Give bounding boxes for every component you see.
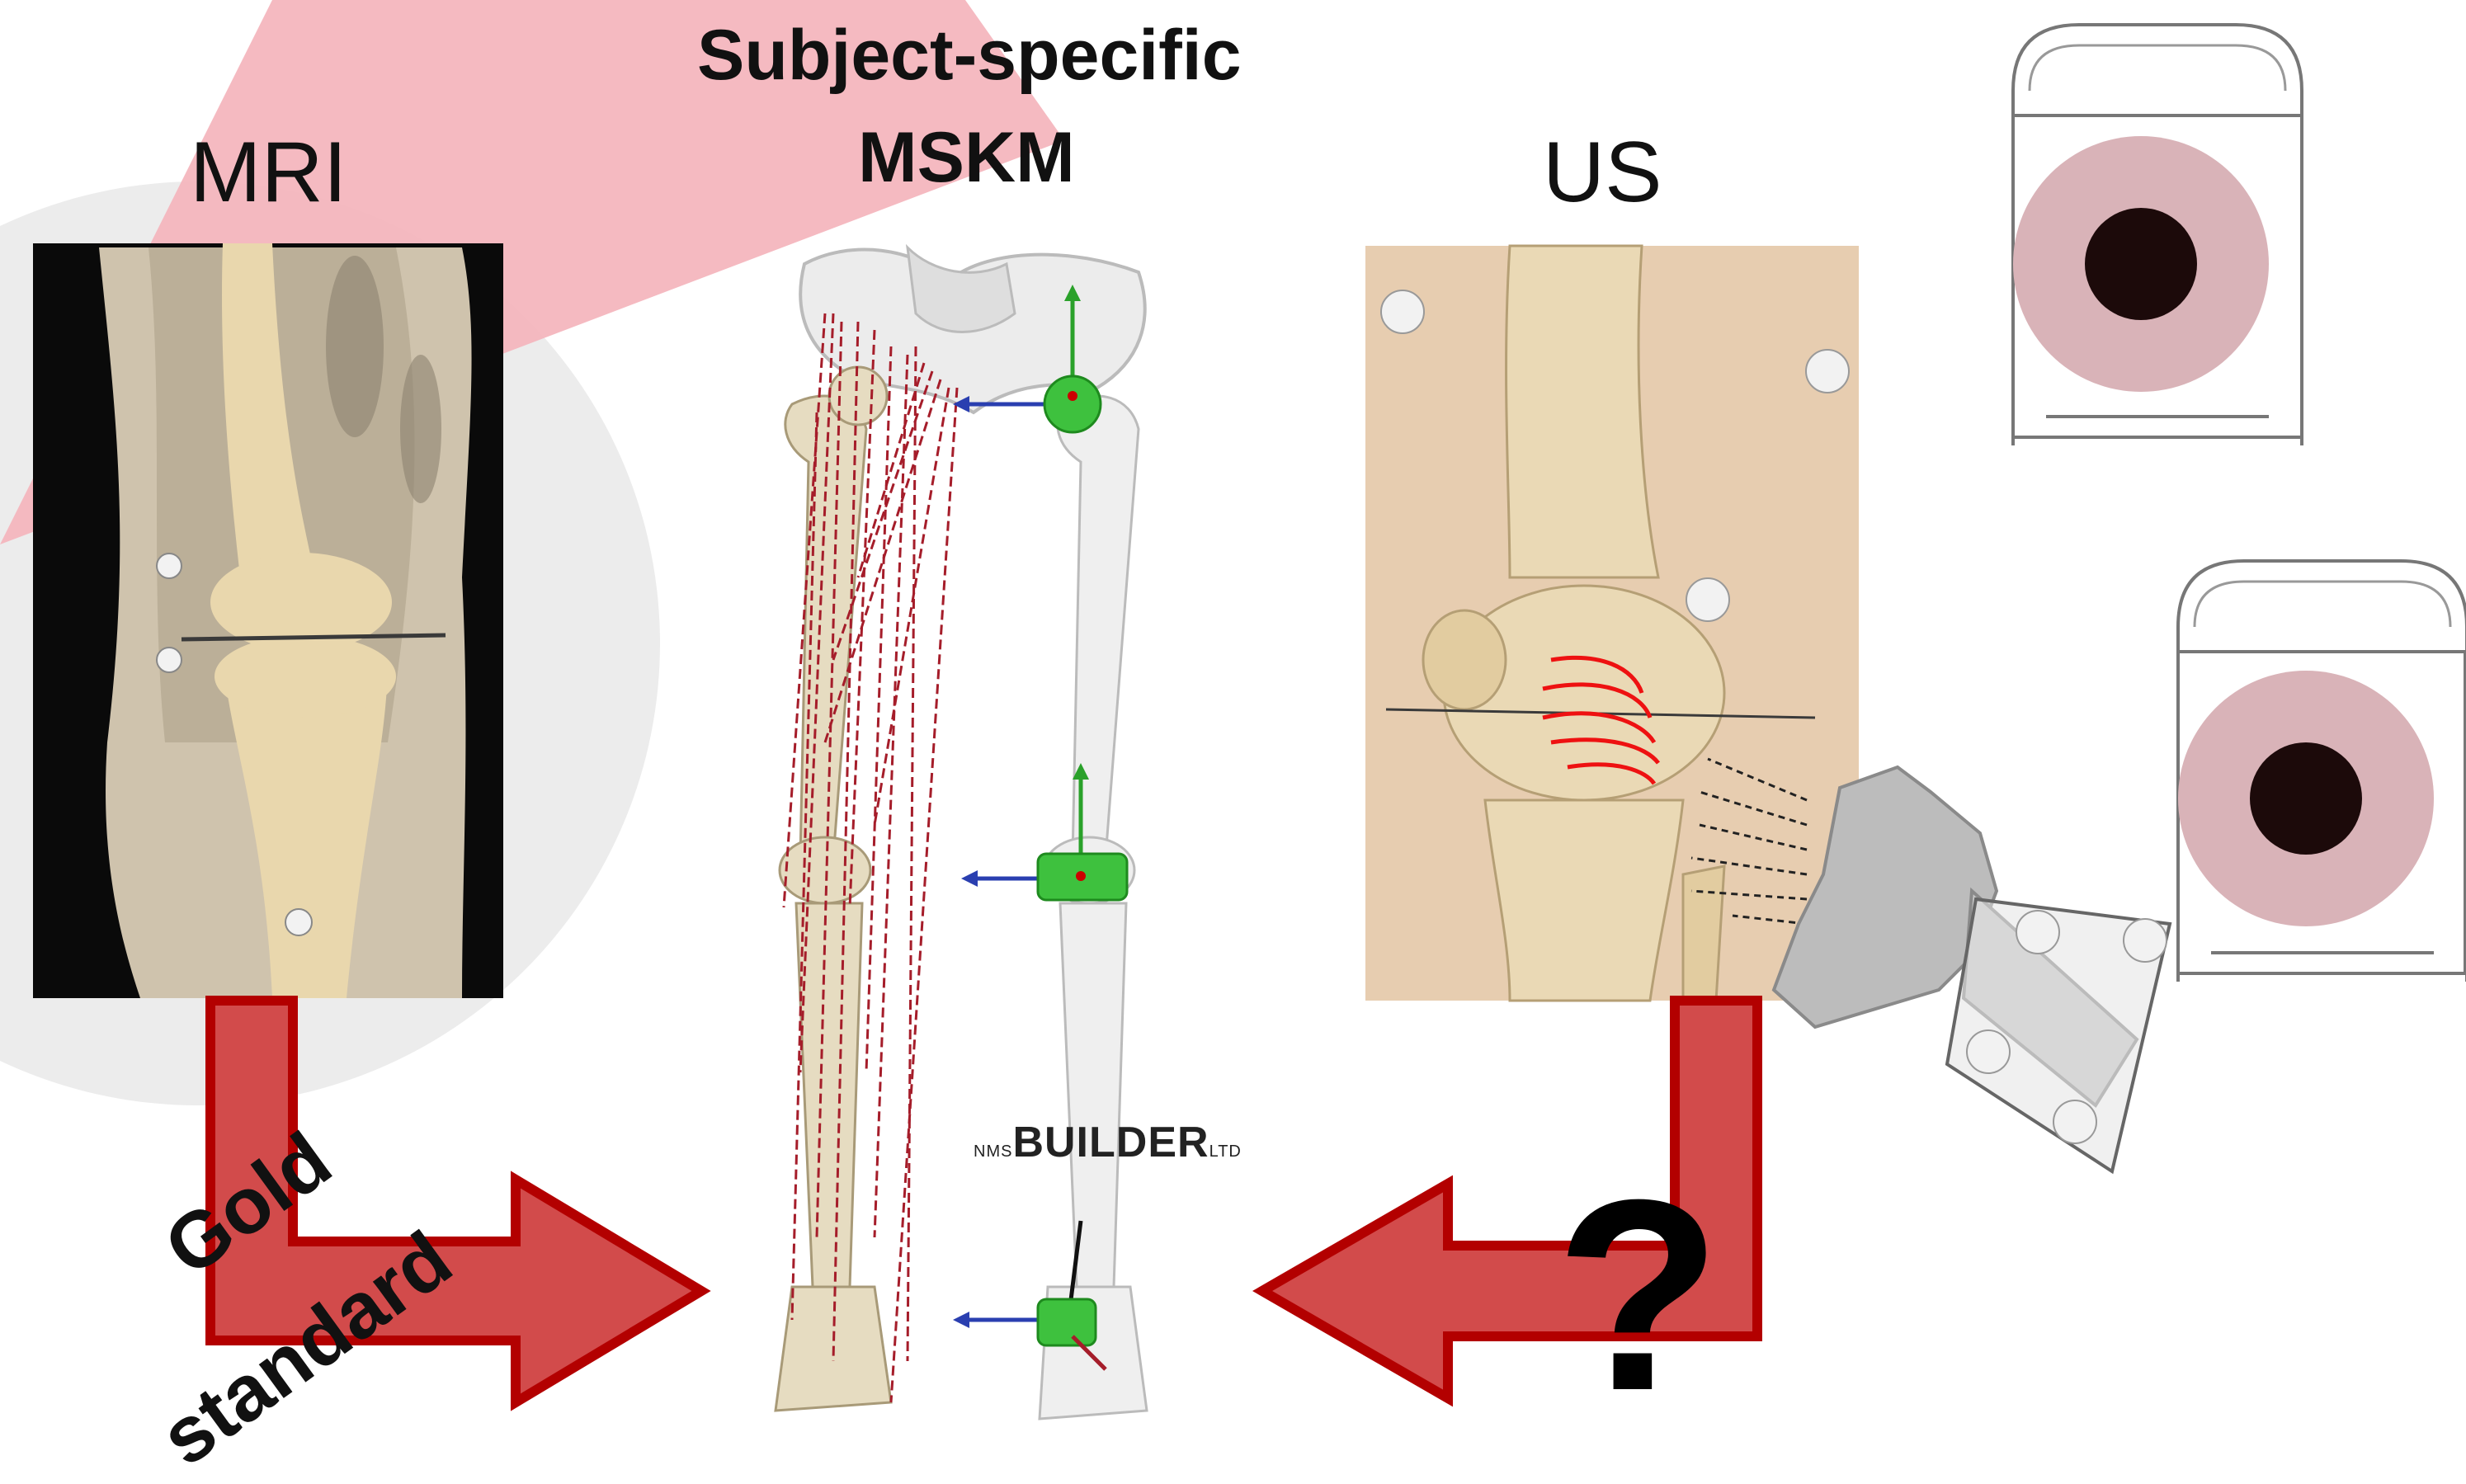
marker-ball-icon xyxy=(157,554,182,578)
mri-label: MRI xyxy=(190,124,347,222)
ultrasound-knee-image xyxy=(1365,246,1859,1001)
us-label: US xyxy=(1543,124,1662,222)
marker-ball-icon xyxy=(157,648,182,672)
mskm-title-line1: Subject-specific xyxy=(697,15,1242,97)
ultrasound-probe-icon xyxy=(1774,767,2170,1171)
nmsbuilder-logo: NMSBUILDERLTD xyxy=(974,1118,1242,1167)
marker-ball-icon xyxy=(285,909,312,935)
marker-ball-icon xyxy=(1686,578,1729,621)
logo-suffix: LTD xyxy=(1209,1142,1242,1161)
marker-ball-icon xyxy=(1806,350,1849,393)
skeleton-model xyxy=(776,247,1147,1419)
logo-text: BUILDER xyxy=(1012,1119,1209,1166)
mri-image xyxy=(33,243,503,998)
marker-ball-icon xyxy=(1381,290,1424,333)
mri-scanner-icon xyxy=(2178,561,2466,982)
mskm-title-line2: MSKM xyxy=(858,117,1075,199)
question-mark: ? xyxy=(1555,1138,1722,1452)
mri-scanner-icon xyxy=(2013,25,2302,445)
logo-prefix: NMS xyxy=(974,1142,1012,1161)
